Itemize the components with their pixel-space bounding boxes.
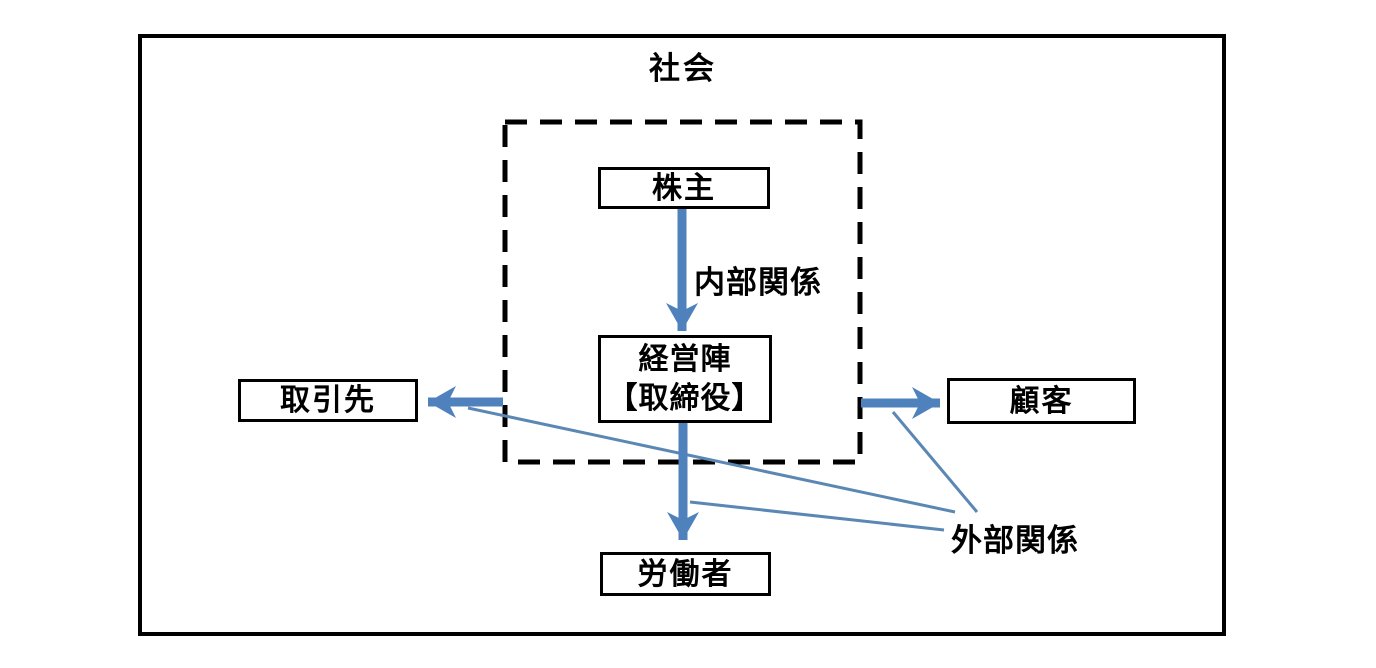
node-suppliers: 取引先 <box>238 379 418 422</box>
node-management-label-line2: 【取締役】 <box>607 382 763 415</box>
node-suppliers-label: 取引先 <box>280 384 376 417</box>
node-shareholders-label: 株主 <box>652 171 716 205</box>
node-customers-label: 顧客 <box>1009 384 1074 418</box>
node-workers-label: 労働者 <box>637 557 734 591</box>
node-customers: 顧客 <box>947 378 1136 424</box>
node-management-label-line1: 経営陣 <box>638 343 732 376</box>
society-boundary <box>138 34 1226 636</box>
callout-line-suppliers <box>467 406 956 514</box>
node-shareholders: 株主 <box>598 167 770 209</box>
callout-line-workers <box>689 500 945 532</box>
external-relation-label: 外部関係 <box>951 523 1079 558</box>
company-dashed-boundary <box>502 119 863 465</box>
node-management: 経営陣 【取締役】 <box>598 335 772 423</box>
node-workers: 労働者 <box>600 552 771 596</box>
callout-line-customers <box>891 411 979 513</box>
society-title: 社会 <box>649 51 717 86</box>
internal-relation-label: 内部関係 <box>694 265 822 300</box>
